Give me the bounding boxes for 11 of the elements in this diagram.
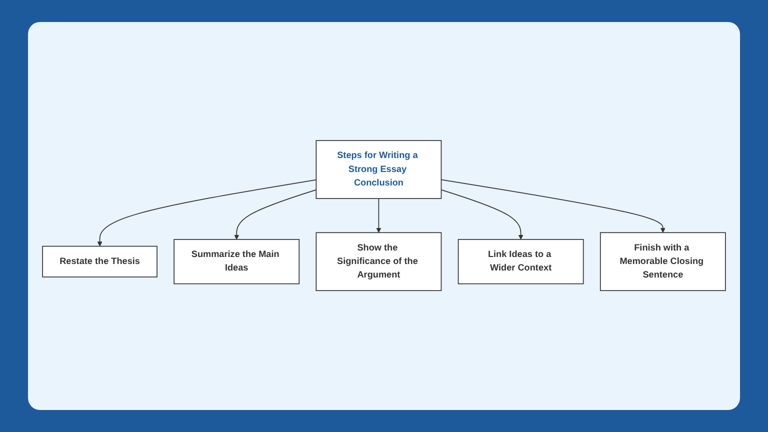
arrow — [376, 198, 382, 234]
node-box: Restate the Thesis — [42, 246, 158, 278]
node-box: Summarize the Main Ideas — [174, 239, 300, 285]
node-box: Steps for Writing a Strong Essay Conclusion — [316, 140, 442, 200]
node-box: Show the Significance of the Argument — [316, 232, 442, 292]
arrow — [97, 180, 317, 247]
arrow — [440, 180, 666, 234]
node-box: Finish with a Memorable Closing Sentence — [600, 232, 726, 292]
arrow — [440, 190, 524, 240]
arrow — [234, 190, 317, 240]
node-box: Link Ideas to a Wider Context — [458, 239, 584, 285]
